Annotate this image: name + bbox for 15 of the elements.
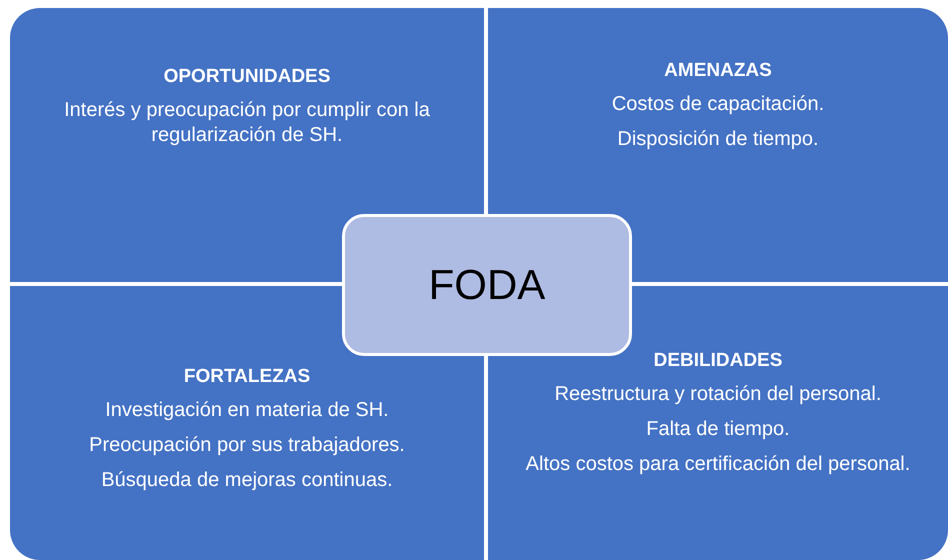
quadrant-text: Reestructura y rotación del personal. xyxy=(554,382,882,407)
quadrant-text: Búsqueda de mejoras continuas. xyxy=(100,468,394,493)
quadrant-text: Altos costos para certificación del personal. xyxy=(524,452,912,477)
quadrant-text: Interés y preocupación por cumplir con la regularización de SH. xyxy=(63,98,431,148)
center-title: FODA xyxy=(428,261,546,309)
quadrant-text: Preocupación por sus trabajadores. xyxy=(88,433,406,458)
quadrant-text: Investigación en materia de SH. xyxy=(104,398,390,423)
quadrant-text: Costos de capacitación. xyxy=(610,92,826,117)
quadrant-text: Falta de tiempo. xyxy=(645,417,791,442)
quadrant-heading: AMENAZAS xyxy=(663,60,773,82)
quadrant-heading: FORTALEZAS xyxy=(182,366,312,388)
quadrant-text: Disposición de tiempo. xyxy=(616,127,820,152)
quadrant-heading: DEBILIDADES xyxy=(652,350,784,372)
quadrant-heading: OPORTUNIDADES xyxy=(162,66,332,88)
center-box xyxy=(342,214,632,356)
